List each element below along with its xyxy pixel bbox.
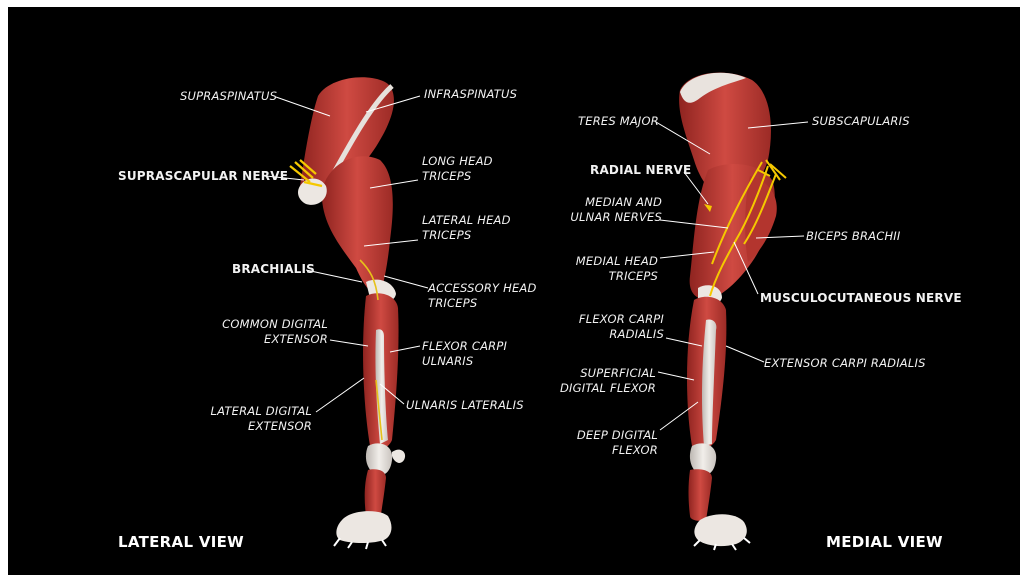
label-brachialis: BRACHIALIS [232,262,315,277]
label-flexor-carpi-ulnaris: FLEXOR CARPI ULNARIS [422,339,507,369]
leader-lateral-digital [316,378,364,412]
label-teres-major: TERES MAJOR [578,114,659,129]
medial-view-title: MEDIAL VIEW [826,533,943,551]
label-lateral-digital-extensor: LATERAL DIGITAL EXTENSOR [206,404,312,434]
label-flexor-carpi-radialis: FLEXOR CARPI RADIALIS [570,312,664,342]
lateral-view-title: LATERAL VIEW [118,533,244,551]
label-radial-nerve: RADIAL NERVE [590,163,691,178]
dewclaw [392,450,405,463]
metacarpus-medial [689,469,713,521]
label-common-digital-extensor: COMMON DIGITAL EXTENSOR [218,317,328,347]
triceps-mass [322,156,393,296]
label-supraspinatus: SUPRASPINATUS [180,89,277,104]
label-extensor-carpi-radialis: EXTENSOR CARPI RADIALIS [764,356,926,371]
label-deep-digital-flexor: DEEP DIGITAL FLEXOR [566,428,658,458]
paw-medial [694,514,746,546]
lateral-limb [290,77,405,549]
label-musculocutaneous-nerve: MUSCULOCUTANEOUS NERVE [760,291,962,306]
medial-limb [679,73,786,550]
label-biceps-brachii: BICEPS BRACHII [806,229,900,244]
label-lateral-head-triceps: LATERAL HEAD TRICEPS [422,213,511,243]
label-medial-head-triceps: MEDIAL HEAD TRICEPS [566,254,658,284]
leader-common-digital [330,340,368,346]
leader-extensor-carpi-radialis [726,346,764,362]
label-infraspinatus: INFRASPINATUS [424,87,517,102]
label-long-head-triceps: LONG HEAD TRICEPS [422,154,493,184]
label-suprascapular-nerve: SUPRASCAPULAR NERVE [118,169,288,184]
label-superficial-digital-flexor: SUPERFICIAL DIGITAL FLEXOR [554,366,656,396]
label-subscapularis: SUBSCAPULARIS [812,114,910,129]
label-accessory-head-triceps: ACCESSORY HEAD TRICEPS [428,281,537,311]
label-ulnaris-lateralis: ULNARIS LATERALIS [406,398,524,413]
paw [336,511,391,543]
label-median-ulnar-nerves: MEDIAN AND ULNAR NERVES [558,195,662,225]
